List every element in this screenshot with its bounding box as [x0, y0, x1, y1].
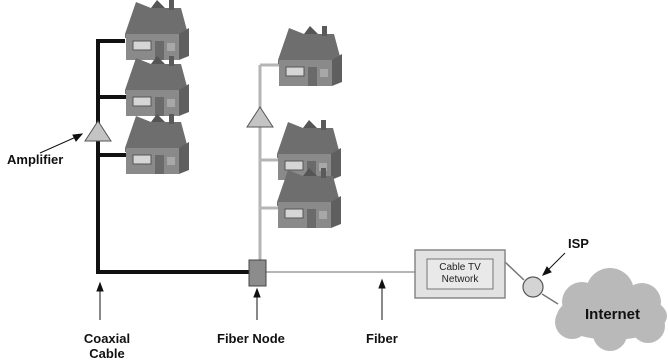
house-icon	[276, 167, 342, 229]
amplifier-label: Amplifier	[7, 152, 64, 167]
isp-circle-icon	[522, 276, 544, 298]
house-icon	[124, 55, 190, 117]
amplifier-triangle-icon	[84, 120, 112, 142]
cable-tv-network-label-line1: Cable TV	[439, 262, 481, 273]
coaxial-label-line1: Coaxial	[83, 331, 131, 346]
house-icon	[124, 0, 190, 61]
house-icon	[124, 113, 190, 175]
fiber-label: Fiber	[366, 331, 398, 346]
fiber-node-label: Fiber Node	[217, 331, 285, 346]
cable-tv-network-label-line2: Network	[441, 274, 479, 285]
isp-label: ISP	[568, 236, 589, 251]
amplifier-triangle-icon	[246, 106, 274, 128]
network-to-isp-line	[504, 261, 525, 281]
fiber-node-box-icon	[248, 259, 267, 287]
coaxial-label-line2: Cable	[89, 346, 125, 361]
internet-label: Internet	[585, 306, 641, 323]
cloud-icon	[555, 268, 667, 351]
house-icon	[277, 25, 343, 87]
isp-to-cloud-line	[541, 293, 559, 305]
